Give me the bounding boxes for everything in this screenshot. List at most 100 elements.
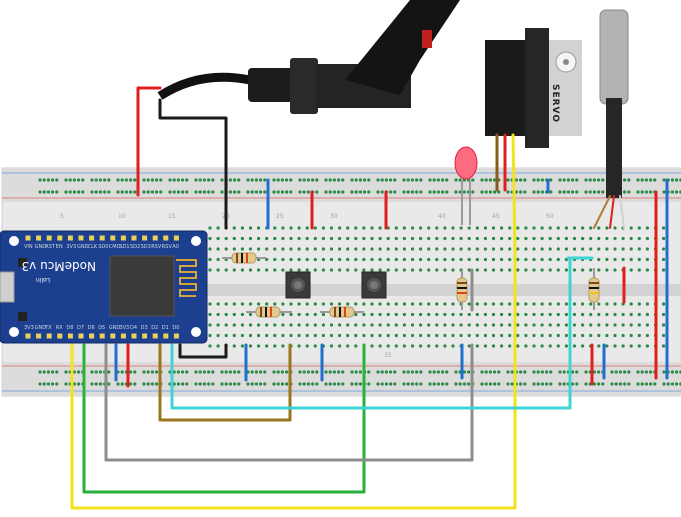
breadboard-hole bbox=[55, 370, 59, 374]
breadboard-hole bbox=[540, 257, 544, 262]
breadboard-hole bbox=[273, 257, 277, 262]
breadboard-hole bbox=[181, 370, 185, 374]
breadboard-hole bbox=[208, 257, 212, 262]
probe-steel-tip bbox=[599, 9, 629, 105]
breadboard-hole bbox=[332, 382, 336, 386]
breadboard-hole bbox=[645, 344, 650, 348]
breadboard-hole bbox=[564, 247, 569, 251]
breadboard-hole bbox=[436, 370, 440, 374]
breadboard-hole bbox=[451, 323, 455, 327]
breadboard-hole bbox=[451, 333, 455, 338]
header-pin bbox=[78, 333, 84, 339]
breadboard-hole bbox=[257, 333, 261, 338]
breadboard-hole bbox=[562, 190, 566, 194]
breadboard-hole bbox=[491, 323, 496, 327]
breadboard-hole bbox=[605, 226, 609, 230]
breadboard-hole bbox=[207, 190, 211, 194]
breadboard-hole bbox=[150, 190, 154, 194]
breadboard-hole bbox=[211, 190, 215, 194]
header-pin bbox=[46, 235, 52, 241]
breadboard-hole bbox=[129, 190, 133, 194]
breadboard-hole bbox=[402, 190, 406, 194]
breadboard-hole bbox=[332, 370, 336, 374]
wire-green-button bbox=[82, 343, 366, 494]
breadboard-hole bbox=[480, 370, 484, 374]
breadboard-hole bbox=[176, 178, 180, 182]
breadboard-hole bbox=[281, 302, 285, 306]
breadboard-hole bbox=[367, 370, 371, 374]
breadboard-hole bbox=[629, 333, 633, 338]
resistor bbox=[222, 252, 266, 264]
breadboard-hole bbox=[208, 236, 212, 241]
breadboard-hole bbox=[224, 268, 228, 272]
breadboard-hole bbox=[670, 370, 675, 374]
breadboard-hole bbox=[484, 178, 488, 182]
breadboard-hole bbox=[629, 344, 633, 348]
breadboard-hole bbox=[208, 344, 212, 348]
breadboard-hole bbox=[519, 370, 523, 374]
breadboard-hole bbox=[384, 370, 388, 374]
float-switch-collar bbox=[290, 58, 318, 114]
breadboard-hole bbox=[305, 312, 309, 317]
breadboard-hole bbox=[462, 370, 466, 374]
breadboard-hole bbox=[378, 344, 382, 348]
breadboard-hole bbox=[662, 190, 666, 194]
breadboard-hole bbox=[263, 190, 267, 194]
breadboard-hole bbox=[548, 268, 552, 272]
breadboard-hole bbox=[500, 333, 504, 338]
header-pin bbox=[99, 333, 105, 339]
header-pin bbox=[46, 333, 52, 339]
breadboard-hole bbox=[637, 257, 641, 262]
breadboard-hole bbox=[406, 382, 410, 386]
breadboard-hole bbox=[302, 382, 306, 386]
breadboard-hole bbox=[393, 370, 397, 374]
breadboard-hole bbox=[548, 236, 552, 241]
breadboard-hole bbox=[645, 333, 650, 338]
breadboard-hole bbox=[181, 382, 185, 386]
breadboard-hole bbox=[402, 302, 406, 306]
breadboard-hole bbox=[532, 302, 536, 306]
breadboard-hole bbox=[332, 190, 336, 194]
wire-probe-lead bbox=[619, 195, 625, 229]
breadboard-hole bbox=[370, 323, 374, 327]
breadboard-hole bbox=[597, 370, 601, 374]
breadboard-hole bbox=[419, 312, 423, 317]
breadboard-hole bbox=[621, 257, 625, 262]
breadboard-hole bbox=[548, 302, 552, 306]
breadboard-hole bbox=[107, 178, 111, 182]
breadboard-hole bbox=[613, 312, 617, 317]
breadboard-hole bbox=[386, 302, 390, 306]
wire-brown-button bbox=[158, 343, 292, 422]
breadboard-hole bbox=[315, 370, 319, 374]
breadboard-hole bbox=[572, 344, 577, 348]
breadboard-hole bbox=[428, 190, 432, 194]
breadboard-hole bbox=[406, 370, 410, 374]
breadboard-hole bbox=[338, 302, 342, 306]
breadboard-hole bbox=[259, 190, 263, 194]
header-pin bbox=[57, 235, 63, 241]
breadboard-hole bbox=[220, 382, 224, 386]
breadboard-hole bbox=[575, 190, 579, 194]
breadboard-hole bbox=[46, 190, 51, 194]
breadboard-hole bbox=[597, 333, 601, 338]
breadboard-hole bbox=[536, 178, 540, 182]
breadboard-hole bbox=[564, 226, 569, 230]
breadboard-hole bbox=[597, 302, 601, 306]
breadboard-hole bbox=[532, 257, 536, 262]
reset-button bbox=[18, 312, 27, 321]
breadboard-hole bbox=[545, 382, 549, 386]
breadboard-hole bbox=[540, 190, 545, 194]
breadboard-hole bbox=[285, 178, 289, 182]
breadboard-hole bbox=[500, 302, 504, 306]
breadboard-hole bbox=[378, 323, 382, 327]
breadboard-hole bbox=[228, 370, 232, 374]
breadboard-hole bbox=[516, 333, 520, 338]
breadboard-hole bbox=[185, 190, 189, 194]
header-pin bbox=[120, 235, 126, 241]
breadboard-hole bbox=[556, 257, 560, 262]
breadboard-hole bbox=[246, 190, 250, 194]
breadboard-hole bbox=[592, 178, 597, 182]
breadboard-hole bbox=[618, 370, 623, 374]
breadboard-hole bbox=[488, 382, 492, 386]
breadboard-hole bbox=[589, 268, 593, 272]
